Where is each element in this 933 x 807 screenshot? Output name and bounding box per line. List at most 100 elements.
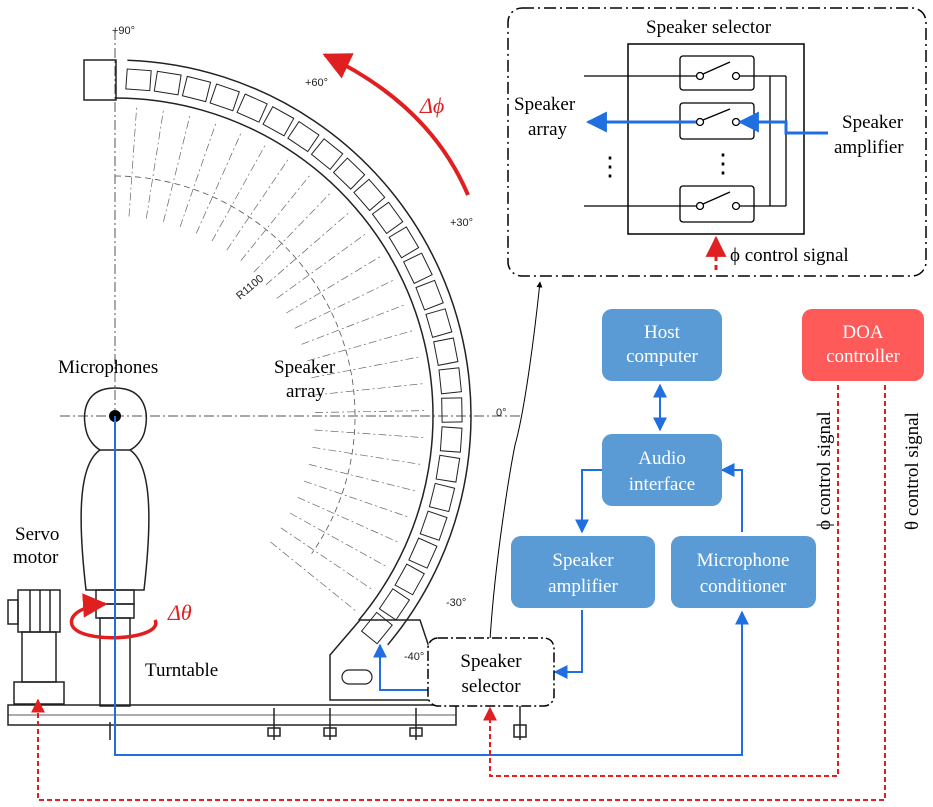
speaker-module [415,279,444,311]
inset-left-label-2: array [528,119,568,140]
inset-control-label: ϕ control signal [730,245,849,266]
phi-signal-label: ϕ control signal [814,411,835,530]
inset-title: Speaker selector [646,17,772,38]
radial-guide [294,278,396,329]
speaker-module [287,120,320,153]
radial-guide [311,356,422,379]
angle-label-p60: +60° [305,77,328,89]
audio-interface-block: Audio interface [602,434,722,506]
radial-guide [270,541,358,613]
radial-guide [314,410,428,413]
delta-theta-arrow [69,593,158,640]
delta-theta-label: Δθ [167,600,192,625]
speaker-module [428,482,456,513]
speaker-module [438,367,462,395]
speaker-module [353,178,386,212]
signal-lines [31,383,886,801]
delta-phi-label: Δϕ [419,93,444,118]
speaker-module [378,588,411,621]
angle-label-p30: +30° [450,217,473,229]
angle-label-zero: 0° [496,407,507,419]
angle-label-m30: -30° [446,597,466,609]
speaker-amplifier-block: Speaker amplifier [511,536,655,608]
radial-guide [307,329,415,362]
radial-guide [313,383,426,396]
speaker-module [388,226,420,259]
radial-guide [289,512,389,568]
speaker-modules [125,68,463,645]
radial-guide [163,113,191,222]
speaker-selector-inset: Speaker selector ⋮ ⋮ Speaker array [507,7,927,277]
radius-label: R1100 [234,273,266,303]
speaker-module [310,138,344,171]
svg-text:Host: Host [644,322,681,343]
svg-text:Speaker: Speaker [552,550,614,571]
radial-guide [309,464,418,492]
radial-guide [128,104,138,217]
speaker-module [332,157,366,190]
inset-dots-mid: ⋮ [710,149,736,178]
radial-guide [211,142,267,242]
inset-dots-left: ⋮ [597,152,623,181]
radial-guide [312,446,424,466]
svg-text:controller: controller [826,346,901,367]
radial-guide [314,429,427,439]
inset-right-label-1: Speaker [842,112,904,133]
svg-text:conditioner: conditioner [700,576,787,597]
speaker-module [439,426,463,453]
speaker-module [236,93,268,123]
radial-guide [240,173,312,261]
theta-signal-label: θ control signal [902,412,923,530]
delta-phi-arrow [322,53,470,196]
svg-text:DOA: DOA [842,322,883,343]
speaker-module [209,83,240,112]
microphone-conditioner-block: Microphone conditioner [671,536,816,608]
radial-guide [145,107,165,219]
host-computer-block: Host computer [602,309,722,381]
speaker-module [425,308,453,339]
speaker-module [360,611,393,645]
speaker-module [419,510,448,541]
doa-controller-block: DOA controller [802,309,924,381]
radial-guide [297,496,401,544]
speaker-module [441,397,463,423]
mechanical-drawing [7,30,527,740]
speaker-array-label-2: array [286,381,326,402]
speaker-module [433,337,459,366]
inset-left-label-1: Speaker [514,94,576,115]
svg-text:interface: interface [629,474,695,495]
turntable-label: Turntable [145,660,218,681]
svg-text:computer: computer [626,346,698,367]
radial-guide [179,120,217,228]
angle-label-p90: +90° [112,25,135,37]
speaker-module [371,201,404,235]
speaker-module [402,252,433,285]
speaker-module [435,454,461,483]
radial-guide [226,157,290,251]
angle-label-m40: -40° [404,651,424,663]
speaker-module [125,68,152,92]
radial-guides [128,104,428,613]
svg-text:selector: selector [461,676,521,697]
svg-text:Speaker: Speaker [460,651,522,672]
speaker-module [394,563,425,596]
speaker-selector-block: Speaker selector [427,637,555,707]
svg-text:Microphone: Microphone [697,550,790,571]
radial-guide [253,191,332,273]
speaker-module [181,75,212,103]
inset-right-label-2: amplifier [834,137,904,158]
radial-guide [195,130,243,234]
speaker-module [262,106,295,137]
microphones-label: Microphones [58,357,158,378]
servo-label-2: motor [13,547,59,568]
inset-leader-line [489,281,543,641]
radial-guide [265,211,351,286]
speaker-array-label-1: Speaker [274,357,336,378]
radial-guide [276,232,368,299]
speaker-module [153,70,182,96]
radial-guide [286,255,383,314]
svg-text:amplifier: amplifier [548,576,618,597]
radial-guide [280,527,374,591]
speaker-module [408,537,438,569]
